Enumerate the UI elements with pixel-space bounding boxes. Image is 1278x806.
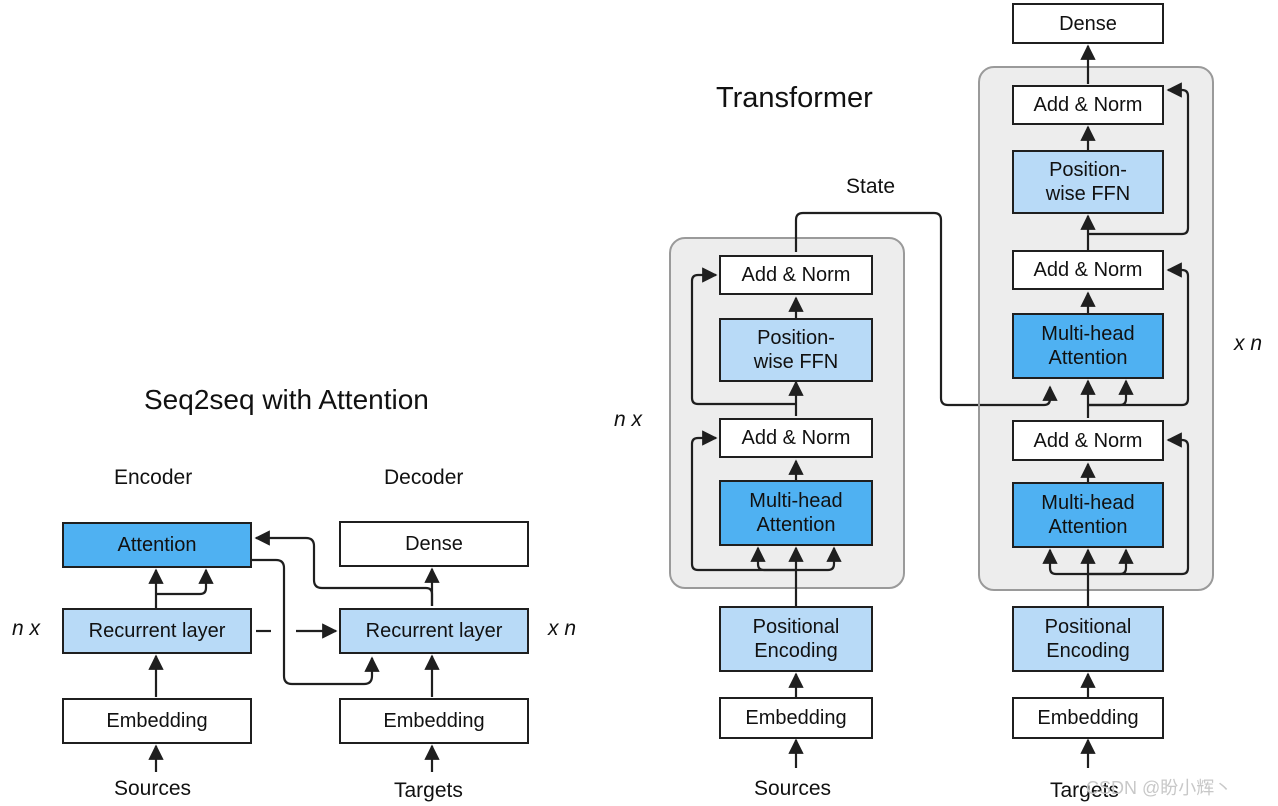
t-encoder-repeat: n x	[614, 408, 643, 431]
seq2seq-encoder-embedding-block: Embedding	[62, 698, 252, 744]
t-dec-posenc-block: Positional Encoding	[1012, 606, 1164, 672]
t-enc-addnorm-bottom: Add & Norm	[719, 418, 873, 458]
seq2seq-decoder-dense-text: Dense	[405, 533, 463, 555]
seq2seq-decoder-recurrent-text: Recurrent layer	[365, 620, 503, 642]
t-dec-dense-block: Dense	[1012, 3, 1164, 44]
t-dec-mha1-text-2: Attention	[1048, 516, 1128, 538]
t-dec-mha2-text-2: Attention	[1048, 347, 1128, 369]
t-dec-ffn-block: Position- wise FFN	[1012, 150, 1164, 214]
t-dec-embedding-text: Embedding	[1037, 707, 1139, 729]
t-dec-mha1-text-1: Multi-head	[1041, 492, 1135, 514]
seq2seq-encoder-label: Encoder	[114, 466, 193, 489]
arrow-recurrent-to-attention-branch	[156, 568, 214, 596]
t-dec-addnorm-middle: Add & Norm	[1012, 250, 1164, 290]
arrow-attention-to-decoder	[252, 558, 380, 686]
overlay-t-dec-residual-1	[1088, 432, 1190, 576]
seq2seq-decoder-label: Decoder	[384, 466, 464, 489]
t-enc-ffn-block: Position- wise FFN	[719, 318, 873, 382]
t-dec-addnorm-top-text: Add & Norm	[1033, 94, 1143, 116]
t-dec-addnorm-bottom-text: Add & Norm	[1033, 429, 1143, 452]
t-enc-ffn-text-1: Position-	[757, 327, 835, 349]
t-targets-label: Targets	[1050, 779, 1119, 802]
seq2seq-encoder-recurrent-block: Recurrent layer	[62, 608, 252, 654]
watermark-text: CSDN @盼小辉丶	[1086, 778, 1233, 798]
seq2seq-encoder-embedding-text: Embedding	[106, 710, 208, 732]
t-enc-posenc-block: Positional Encoding	[719, 606, 873, 672]
overlay-t-enc-mha-branch-left	[750, 546, 796, 572]
t-dec-posenc-text-2: Encoding	[1046, 640, 1130, 662]
overlay-t-dec-mha2-branch	[1088, 379, 1134, 407]
seq2seq-attention-text: Attention	[117, 534, 197, 556]
t-dec-embedding-block: Embedding	[1012, 697, 1164, 739]
seq2seq-decoder-dense-block: Dense	[339, 521, 529, 567]
seq2seq-decoder-embedding-text: Embedding	[383, 710, 485, 732]
seq2seq-sources-label: Sources	[114, 777, 192, 800]
t-dec-ffn-text-1: Position-	[1049, 159, 1127, 181]
overlay-t-dec-mha1-branch-right	[1088, 548, 1134, 576]
t-enc-ffn-text-2: wise FFN	[753, 351, 839, 373]
overlay-t-enc-residual-2	[690, 267, 796, 406]
overlay-t-state-entry	[980, 385, 1058, 407]
overlay-t-dec-residual-3	[1088, 82, 1190, 236]
seq2seq-decoder-repeat: x n	[548, 617, 577, 640]
t-enc-embedding-text: Embedding	[745, 707, 847, 729]
seq2seq-encoder-recurrent-text: Recurrent layer	[88, 620, 226, 642]
t-enc-posenc-text-1: Positional	[752, 616, 840, 638]
t-enc-embedding-block: Embedding	[719, 697, 873, 739]
t-dec-mha2-block: Multi-head Attention	[1012, 313, 1164, 379]
t-enc-addnorm-bottom-text: Add & Norm	[741, 427, 851, 449]
seq2seq-title: Seq2seq with Attention	[144, 384, 429, 415]
t-sources-label: Sources	[754, 777, 832, 800]
t-dec-addnorm-top: Add & Norm	[1012, 85, 1164, 125]
seq2seq-decoder-recurrent-block: Recurrent layer	[339, 608, 529, 654]
t-enc-mha-text-2: Attention	[756, 514, 836, 536]
t-enc-mha-block: Multi-head Attention	[719, 480, 873, 546]
t-dec-dense-text: Dense	[1059, 12, 1117, 35]
transformer-title: Transformer	[716, 82, 873, 114]
t-dec-mha1-block: Multi-head Attention	[1012, 482, 1164, 548]
seq2seq-decoder-embedding-block: Embedding	[339, 698, 529, 744]
t-dec-mha2-text-1: Multi-head	[1041, 323, 1135, 345]
seq2seq-attention-block: Attention	[62, 522, 252, 568]
t-dec-posenc-text-1: Positional	[1044, 616, 1132, 638]
seq2seq-encoder-repeat: n x	[12, 617, 41, 640]
overlay-t-enc-residual-1	[690, 430, 796, 572]
t-dec-addnorm-bottom: Add & Norm	[1012, 420, 1164, 461]
transformer-state-label: State	[846, 175, 896, 198]
seq2seq-targets-label: Targets	[394, 779, 463, 802]
t-enc-mha-text-1: Multi-head	[749, 490, 843, 512]
t-dec-ffn-text-2: wise FFN	[1045, 183, 1131, 205]
t-decoder-repeat: x n	[1234, 332, 1263, 355]
overlay-t-dec-residual-2	[1088, 262, 1190, 407]
t-enc-addnorm-top: Add & Norm	[719, 255, 873, 295]
arrow-decoder-query-to-attention	[254, 530, 434, 606]
overlay-t-dec-mha1-branch-left	[1042, 548, 1088, 576]
t-enc-addnorm-top-text: Add & Norm	[741, 264, 851, 286]
overlay-t-enc-mha-branch-right	[796, 546, 842, 572]
t-dec-addnorm-middle-text: Add & Norm	[1033, 259, 1143, 281]
t-enc-posenc-text-2: Encoding	[754, 640, 838, 662]
